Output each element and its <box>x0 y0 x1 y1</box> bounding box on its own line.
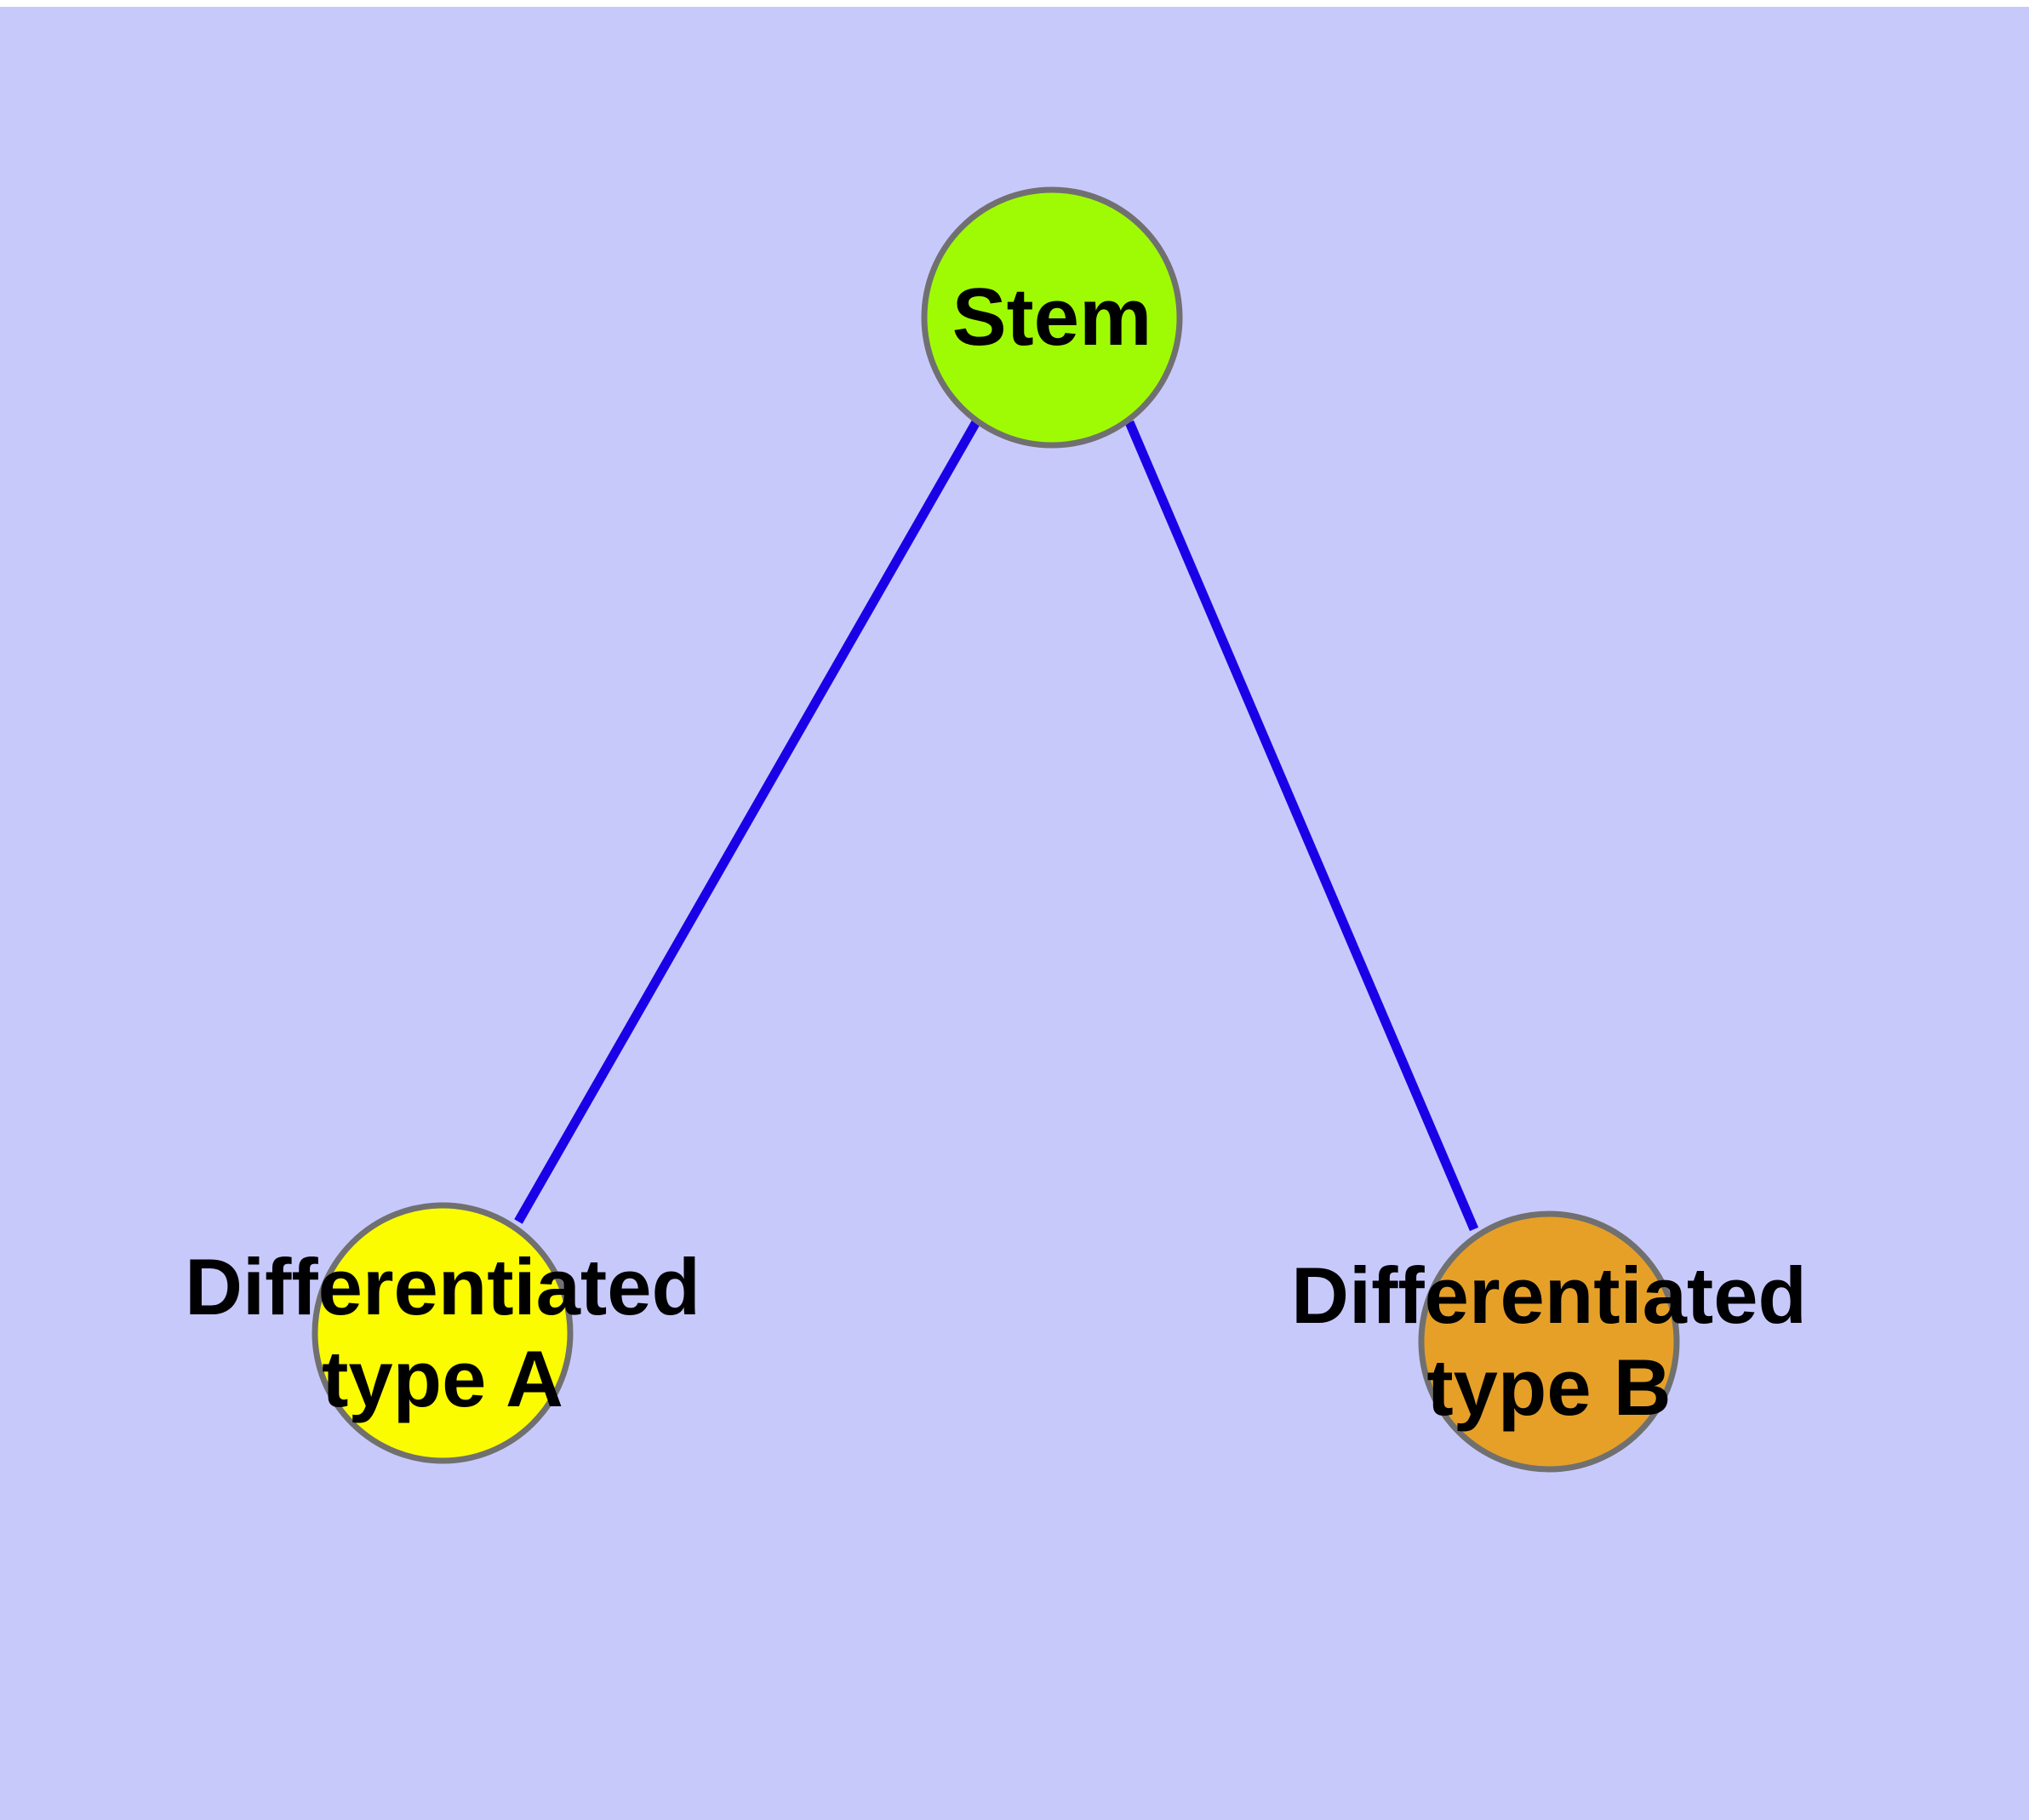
edge-layer <box>514 418 1479 1232</box>
node-stem[interactable] <box>921 186 1183 449</box>
edge-stem-to-diff-a <box>514 418 981 1224</box>
node-layer <box>311 186 1680 1473</box>
node-differentiated-type-a[interactable] <box>311 1202 574 1464</box>
node-differentiated-type-b[interactable] <box>1418 1210 1680 1473</box>
edge-stem-to-diff-b <box>1124 420 1479 1232</box>
